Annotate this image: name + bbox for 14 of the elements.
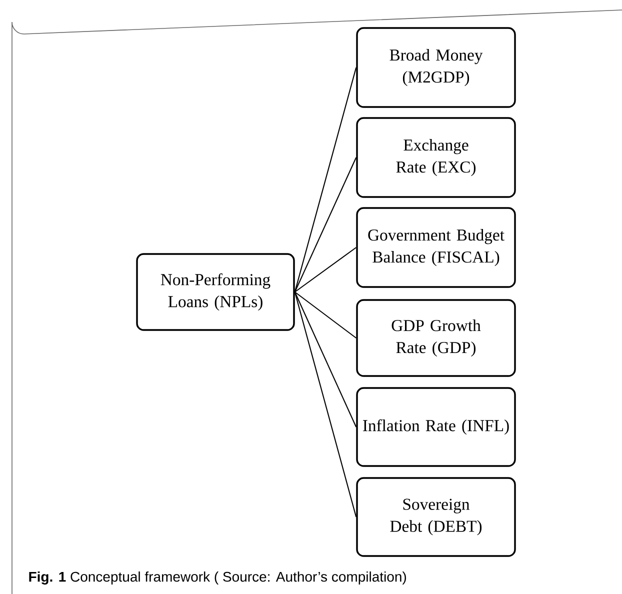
connector-line <box>294 292 357 518</box>
concept-box: Government Budget Balance (FISCAL) <box>356 207 516 288</box>
concept-box: Sovereign Debt (DEBT) <box>356 477 516 557</box>
connector-line <box>294 292 356 338</box>
concept-box: GDP Growth Rate (GDP) <box>356 299 516 377</box>
connector-line <box>294 292 357 428</box>
concept-box: Exchange Rate (EXC) <box>356 117 516 198</box>
concept-box: Broad Money (M2GDP) <box>356 27 516 108</box>
figure-caption: Fig. 1 Conceptual framework ( Source: Author’s compilation) <box>29 571 406 585</box>
central-box: Non-Performing Loans (NPLs) <box>136 253 295 331</box>
connector-line <box>294 157 357 292</box>
connector-line <box>294 67 357 292</box>
concept-box: Inflation Rate (INFL) <box>356 387 516 467</box>
connector-line <box>294 247 356 292</box>
